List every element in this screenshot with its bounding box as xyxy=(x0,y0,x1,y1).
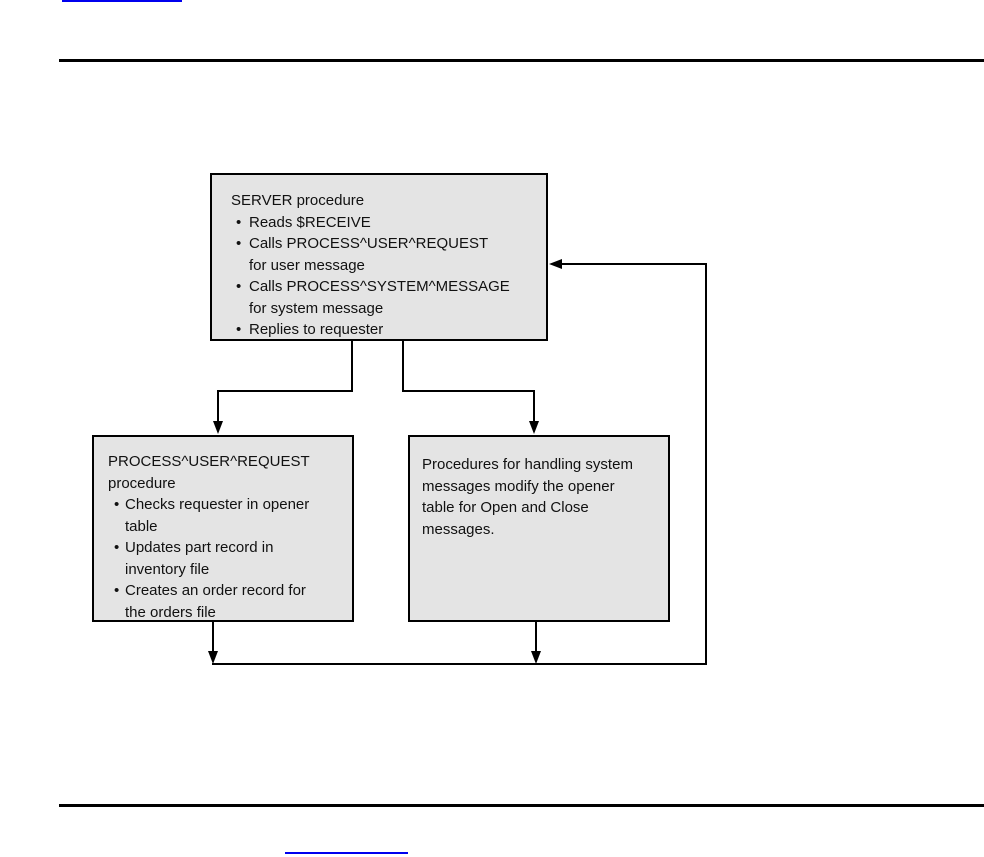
connector-server-to-system-message-horizontal xyxy=(402,390,535,392)
connector-feedback-vertical xyxy=(705,263,707,665)
bullet-icon: • xyxy=(236,278,242,295)
down-arrowhead-icon xyxy=(529,421,539,434)
server-procedure-box: SERVER procedure • Reads $RECEIVE • Call… xyxy=(210,173,548,341)
server-box-bullet-list: • Reads $RECEIVE • Calls PROCESS^USER^RE… xyxy=(231,212,538,341)
connector-bottom-horizontal xyxy=(212,663,707,665)
bullet-label: Replies to requester xyxy=(249,321,384,338)
down-arrowhead-icon xyxy=(208,651,218,664)
bullet-icon: • xyxy=(236,321,242,338)
process-user-request-box: PROCESS^USER^REQUEST procedure • Checks … xyxy=(92,435,354,622)
list-item: • Calls PROCESS^SYSTEM^MESSAGE for syste… xyxy=(236,276,538,319)
user-request-bullet-list: • Checks requester in opener table • Upd… xyxy=(108,494,346,623)
connector-server-to-user-request-horizontal xyxy=(217,390,353,392)
connector-server-to-user-request-vertical xyxy=(351,341,353,392)
list-item: • Updates part record in inventory file xyxy=(114,537,346,580)
down-arrowhead-icon xyxy=(213,421,223,434)
bullet-label: Calls PROCESS^SYSTEM^MESSAGE for system … xyxy=(249,278,510,317)
bullet-label: Reads $RECEIVE xyxy=(249,213,371,231)
bottom-page-rule xyxy=(59,804,984,807)
connector-user-request-exit-vertical xyxy=(212,622,214,654)
bullet-label: Updates part record in inventory file xyxy=(125,539,274,578)
connector-feedback-horizontal xyxy=(560,263,707,265)
list-item: • Checks requester in opener table xyxy=(114,494,346,537)
bullet-label: Creates an order record for the orders f… xyxy=(125,582,306,621)
bottom-link-underline[interactable] xyxy=(285,852,408,854)
bullet-icon: • xyxy=(236,213,242,231)
bullet-icon: • xyxy=(114,582,120,599)
bullet-label: Calls PROCESS^USER^REQUEST for user mess… xyxy=(249,235,489,274)
bullet-icon: • xyxy=(114,496,120,513)
server-box-title: SERVER procedure xyxy=(231,192,365,209)
connector-server-to-system-message-vertical xyxy=(402,341,404,392)
system-message-box-text: Procedures for handling system messages … xyxy=(422,456,633,538)
bullet-icon: • xyxy=(114,539,120,556)
down-arrowhead-icon xyxy=(531,651,541,664)
top-page-rule xyxy=(59,59,984,62)
list-item: • Calls PROCESS^USER^REQUEST for user me… xyxy=(236,233,538,276)
list-item: • Creates an order record for the orders… xyxy=(114,580,346,623)
list-item: • Reads $RECEIVE xyxy=(236,212,538,234)
connector-into-system-message-vertical xyxy=(533,390,535,424)
connector-system-message-exit-vertical xyxy=(535,622,537,654)
left-arrowhead-icon xyxy=(549,259,562,269)
bullet-icon: • xyxy=(236,235,242,252)
connector-into-user-request-vertical xyxy=(217,390,219,424)
user-request-box-title: PROCESS^USER^REQUEST procedure xyxy=(108,453,310,492)
top-link-underline[interactable] xyxy=(62,0,182,2)
list-item: • Replies to requester xyxy=(236,319,538,341)
bullet-label: Checks requester in opener table xyxy=(125,496,310,535)
system-message-handlers-box: Procedures for handling system messages … xyxy=(408,435,670,622)
